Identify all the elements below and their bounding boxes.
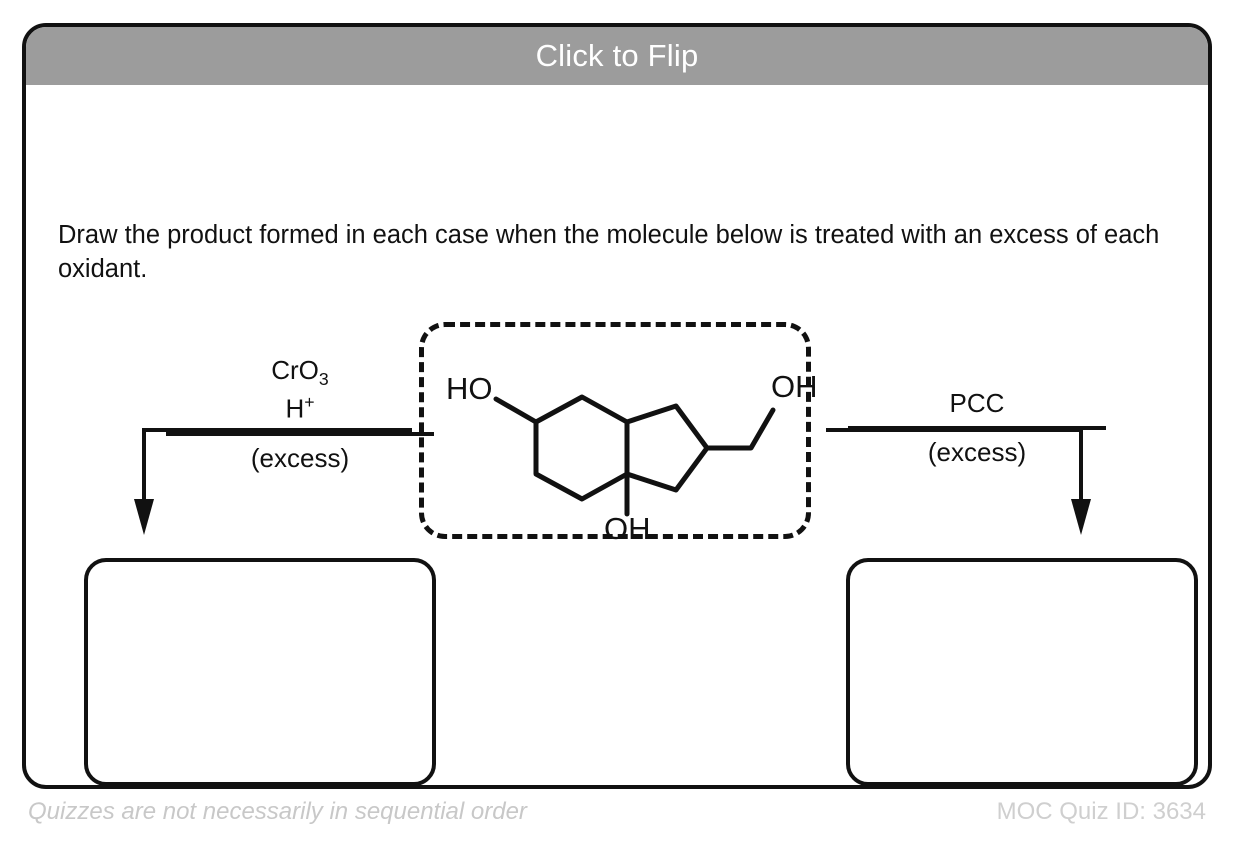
label-hydroxyl-left: HO	[446, 371, 493, 406]
reaction-arrows	[134, 428, 1091, 535]
reagent-left-name: CrO3	[166, 354, 434, 391]
label-hydroxyl-bottom: OH	[604, 511, 651, 544]
page-title: Click to Flip	[535, 38, 699, 73]
reagent-left-acid-charge: +	[304, 391, 315, 412]
reagent-left-condition: (excess)	[250, 442, 350, 473]
molecule-structure: HO OH OH	[446, 369, 816, 544]
footer: Quizzes are not necessarily in sequentia…	[28, 798, 1206, 826]
footer-note: Quizzes are not necessarily in sequentia…	[28, 798, 527, 825]
molecule-bonds	[493, 394, 776, 517]
reagent-left-formula-subscript: 3	[318, 369, 329, 390]
reagent-conditions-left: CrO3 H+ (excess)	[166, 354, 434, 475]
reagent-right-name: PCC	[949, 388, 1005, 418]
reagent-left-acid-symbol: H	[285, 393, 305, 424]
reaction-arrow-left	[134, 428, 412, 535]
molecule-atom-labels: HO OH OH	[446, 369, 816, 544]
question-prompt: Draw the product formed in each case whe…	[58, 221, 1160, 283]
reagent-left-acid: H+	[166, 391, 434, 426]
flashcard[interactable]: Click to Flip Draw the product formed in…	[22, 23, 1212, 789]
answer-box-cro3[interactable]	[84, 558, 436, 785]
reagent-right-condition: (excess)	[927, 437, 1027, 468]
quiz-id: MOC Quiz ID: 3634	[996, 798, 1206, 825]
reaction-arrow-right	[826, 428, 1091, 535]
reagent-left-formula: CrO	[271, 355, 319, 385]
card-header[interactable]: Click to Flip	[26, 27, 1208, 85]
answer-box-pcc[interactable]	[846, 558, 1198, 785]
label-hydroxyl-right: OH	[771, 369, 816, 404]
starting-material-box: HO OH OH	[419, 322, 816, 544]
reaction-line-left	[166, 431, 434, 436]
